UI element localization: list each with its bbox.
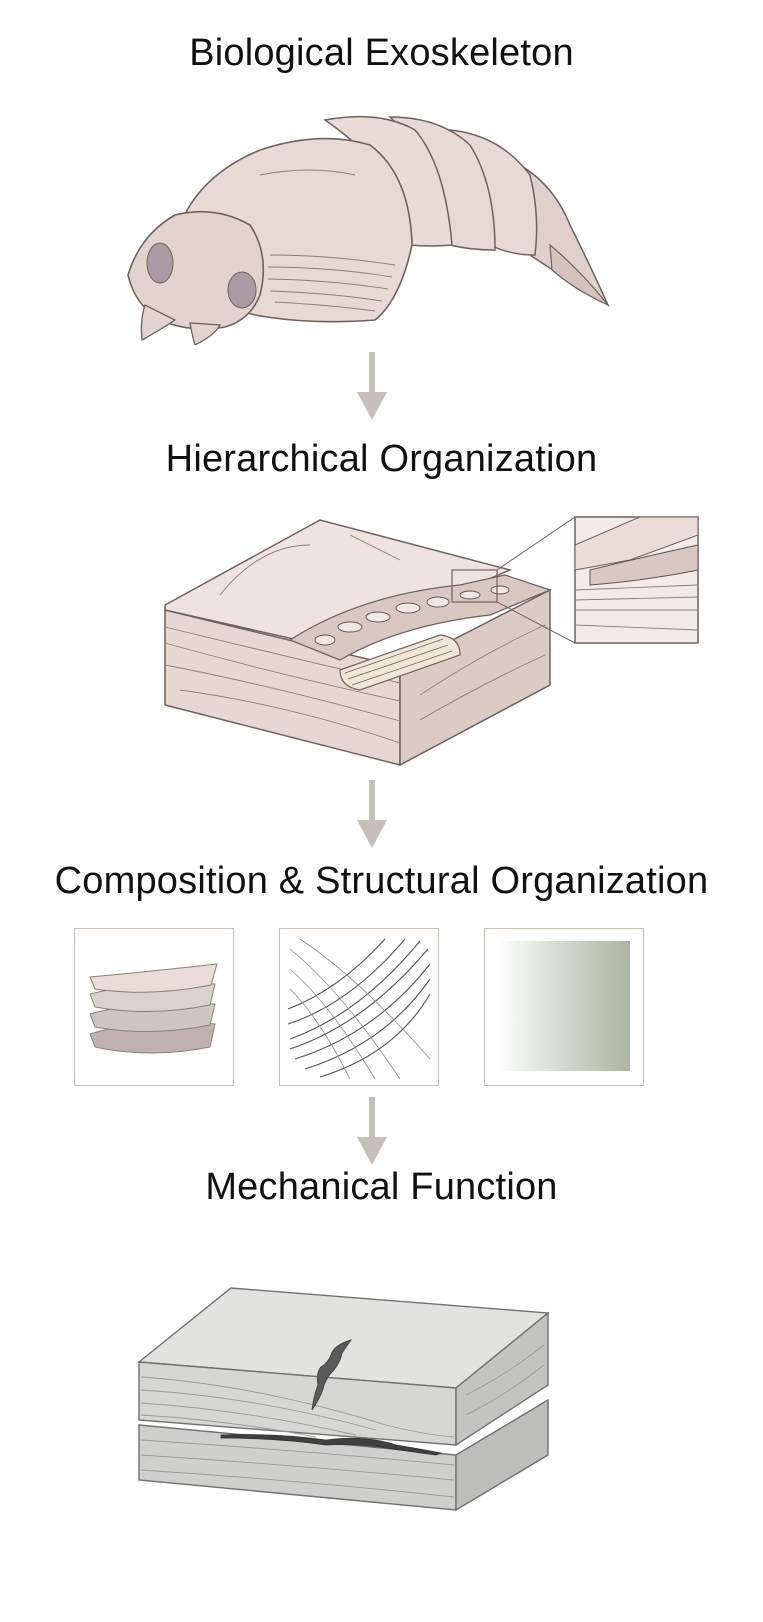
interlaminar-crack (220, 1434, 443, 1456)
inset-laminate-lines (574, 584, 699, 631)
insect-exoskeleton-illustration (127, 115, 610, 345)
stage-title-hierarchical-organization: Hierarchical Organization (165, 438, 598, 480)
porous-cells (314, 585, 510, 646)
fiber-bundle (339, 634, 461, 691)
zoom-connector (496, 601, 576, 644)
curved-fibers-icon (287, 938, 431, 1080)
zoom-region (451, 569, 498, 603)
top-layer-curve (349, 534, 401, 561)
upper-slab-side (455, 1311, 549, 1447)
zoom-connector (496, 516, 576, 571)
stage-title-composition-structural: Composition & Structural Organization (54, 860, 709, 902)
fiber-bundle-strands (344, 638, 453, 686)
shell-growth-lines (259, 169, 396, 312)
lower-slab-side (455, 1398, 549, 1512)
exoskeleton-tail-tip (549, 243, 609, 306)
exoskeleton-mandible (189, 322, 222, 345)
exoskeleton-eye (146, 242, 174, 284)
exoskeleton-eye (227, 271, 257, 309)
block-side-face (399, 588, 551, 767)
lower-slab-lines (140, 1439, 455, 1498)
flow-arrow-down (357, 780, 387, 848)
inset-porous-layer (589, 544, 699, 586)
flow-arrow-down (357, 1097, 387, 1165)
hierarchical-block-illustration (164, 516, 699, 767)
flow-arrow-down (357, 352, 387, 420)
layered-sheets-panel (74, 928, 234, 1086)
inset-upper-layer (574, 516, 699, 571)
porous-channel-layer (288, 574, 552, 661)
gradient-fill-swatch (497, 941, 630, 1071)
exoskeleton-mandible (140, 304, 177, 342)
surface-crack (311, 1339, 353, 1411)
upper-slab-lines (140, 1344, 545, 1438)
fiber-orientation-panel (279, 928, 439, 1086)
stage-title-exoskeleton: Biological Exoskeleton (189, 32, 574, 74)
top-layer-curve (219, 544, 311, 596)
layered-sheets-icon (89, 963, 218, 1054)
composition-gradient-panel (484, 928, 644, 1086)
fractured-block-illustration (137, 1287, 550, 1512)
stage-title-mechanical-function: Mechanical Function (205, 1166, 558, 1208)
